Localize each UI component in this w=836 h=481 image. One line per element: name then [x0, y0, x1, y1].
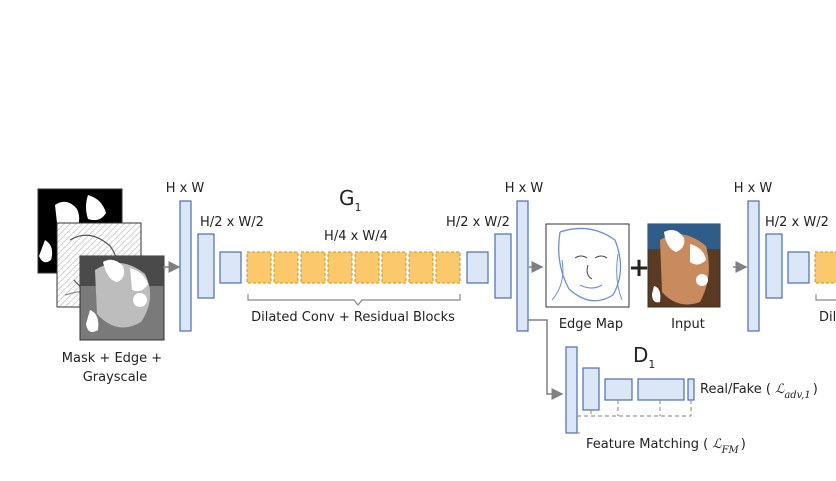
- d1-block-2: [582, 367, 600, 411]
- arrow-to-d1: [528, 319, 564, 400]
- grayscale-image: [79, 255, 165, 341]
- residual-brace: [247, 294, 461, 306]
- g2-residual-block: [814, 251, 836, 284]
- g1-h4-label: H/4 x W/4: [324, 229, 388, 244]
- residual-block: [408, 251, 434, 284]
- d1-title: D1: [633, 343, 655, 371]
- real-fake-label: Real/Fake (ℒadv,1): [700, 382, 818, 401]
- g2-hw-label: H x W: [734, 181, 773, 196]
- edge-map-image: [545, 223, 630, 308]
- d1-block-1: [565, 346, 578, 434]
- feature-matching-lines: [577, 400, 692, 434]
- residual-block: [381, 251, 407, 284]
- input-caption-line-1: Mask + Edge +: [62, 351, 162, 366]
- input-caption-line-2: Grayscale: [83, 370, 148, 385]
- edge-map-label: Edge Map: [559, 317, 623, 332]
- d1-block-4: [637, 378, 685, 401]
- plus-icon: +: [628, 253, 650, 283]
- g1-deconv-block-1: [466, 251, 489, 284]
- residual-block: [273, 251, 299, 284]
- d1-output: [687, 378, 695, 401]
- g1-conv-block-2: [197, 233, 215, 299]
- g1-hw-label: H x W: [166, 181, 205, 196]
- g1-h2-out-label: H/2 x W/2: [446, 215, 510, 230]
- feature-matching-label: Feature Matching (ℒFM): [586, 437, 746, 456]
- g1-hw-out-label: H x W: [505, 181, 544, 196]
- residual-block: [327, 251, 353, 284]
- g1-deconv-block-3: [516, 200, 529, 332]
- residual-block: [435, 251, 461, 284]
- input-label: Input: [671, 317, 705, 332]
- residual-block: [246, 251, 272, 284]
- g1-conv-block-1: [179, 200, 192, 332]
- g2-residual-brace: [815, 294, 836, 301]
- g1-h2-label: H/2 x W/2: [200, 215, 264, 230]
- g1-deconv-block-2: [494, 233, 512, 299]
- g1-title: G1: [339, 186, 362, 214]
- g2-conv-block-2: [765, 233, 783, 299]
- g2-dilated-label: Dil: [819, 310, 836, 325]
- input-image: [647, 223, 721, 308]
- residual-blocks: [246, 251, 461, 284]
- input-stack: [37, 188, 165, 341]
- residual-block: [300, 251, 326, 284]
- d1-block-3: [604, 378, 633, 401]
- g2-conv-block-3: [787, 251, 810, 284]
- g2-conv-block-1: [747, 200, 760, 332]
- dilated-label: Dilated Conv + Residual Blocks: [251, 310, 455, 325]
- g2-h2-label: H/2 x W/2: [765, 215, 829, 230]
- residual-block: [354, 251, 380, 284]
- g1-conv-block-3: [219, 251, 242, 284]
